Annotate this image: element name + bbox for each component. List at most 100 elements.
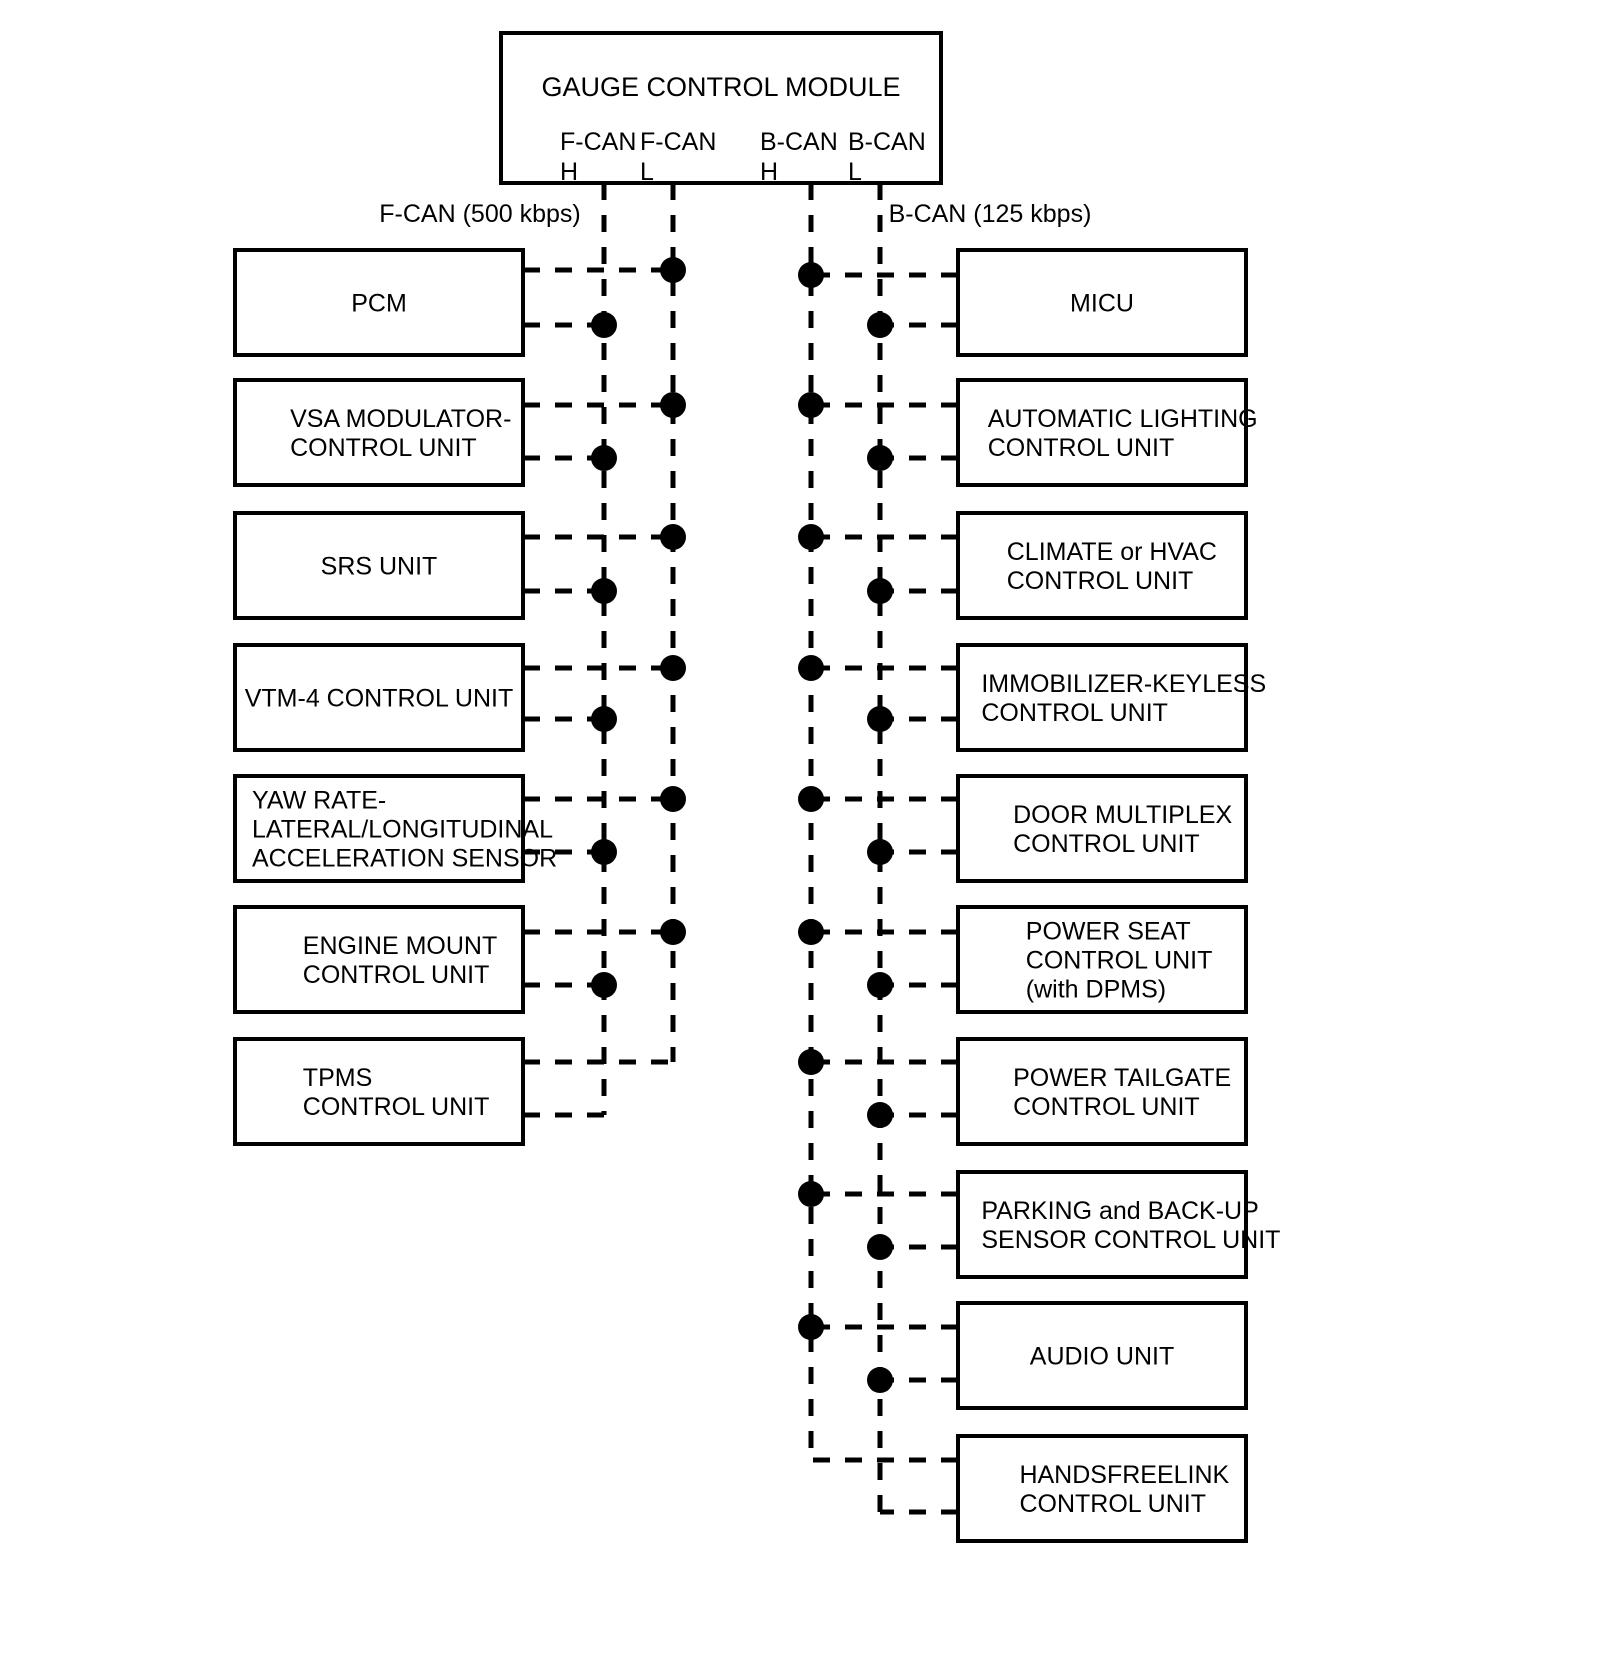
node-vsa-modulator-control-unit[interactable] xyxy=(233,378,525,487)
junction-vtm-4-control-unit-f-can-l xyxy=(660,655,686,681)
port-label-b-can-l-line1: B-CAN xyxy=(848,128,926,156)
junction-micu-b-can-h xyxy=(798,262,824,288)
node-box-power-tailgate-control-unit[interactable] xyxy=(956,1037,1248,1146)
gauge-control-module-label: GAUGE CONTROL MODULE xyxy=(541,72,900,102)
junction-door-multiplex-control-unit-b-can-l xyxy=(867,839,893,865)
node-audio-unit[interactable] xyxy=(956,1301,1248,1410)
node-label-audio-unit-line1: AUDIO UNIT xyxy=(1030,1343,1174,1371)
node-box-parking-and-back-up-sensor-control-unit[interactable] xyxy=(956,1170,1248,1279)
bus-caption-f-can: F-CAN (500 kbps) xyxy=(379,200,580,228)
junction-yaw-rate-acceleration-sensor-f-can-h xyxy=(591,839,617,865)
node-micu[interactable] xyxy=(956,248,1248,357)
node-label-engine-mount-control-unit-line2: CONTROL UNIT xyxy=(303,961,490,989)
junction-engine-mount-control-unit-f-can-l xyxy=(660,919,686,945)
node-box-pcm[interactable] xyxy=(233,248,525,357)
node-tpms-control-unit[interactable] xyxy=(233,1037,525,1146)
node-power-seat-control-unit[interactable] xyxy=(956,905,1248,1014)
junction-immobilizer-keyless-control-unit-b-can-l xyxy=(867,706,893,732)
node-box-engine-mount-control-unit[interactable] xyxy=(233,905,525,1014)
port-label-b-can-l-line2: L xyxy=(848,158,862,186)
junction-power-seat-control-unit-b-can-h xyxy=(798,919,824,945)
node-label-vsa-modulator-control-unit-line1: VSA MODULATOR- xyxy=(290,405,511,433)
junction-yaw-rate-acceleration-sensor-f-can-l xyxy=(660,786,686,812)
node-label-handsfreelink-control-unit-line2: CONTROL UNIT xyxy=(1019,1490,1206,1518)
junction-vtm-4-control-unit-f-can-h xyxy=(591,706,617,732)
node-label-automatic-lighting-control-unit-line1: AUTOMATIC LIGHTING xyxy=(988,405,1258,433)
node-box-handsfreelink-control-unit[interactable] xyxy=(956,1434,1248,1543)
junction-vsa-modulator-control-unit-f-can-h xyxy=(591,445,617,471)
junction-pcm-f-can-l xyxy=(660,257,686,283)
node-yaw-rate-acceleration-sensor[interactable] xyxy=(233,774,525,883)
node-box-srs-unit[interactable] xyxy=(233,511,525,620)
node-door-multiplex-control-unit[interactable] xyxy=(956,774,1248,883)
node-engine-mount-control-unit[interactable] xyxy=(233,905,525,1014)
node-label-yaw-rate-acceleration-sensor-line1: YAW RATE- xyxy=(252,787,386,815)
junction-audio-unit-b-can-l xyxy=(867,1367,893,1393)
junction-climate-or-hvac-control-unit-b-can-h xyxy=(798,524,824,550)
junction-audio-unit-b-can-h xyxy=(798,1314,824,1340)
node-label-automatic-lighting-control-unit-line2: CONTROL UNIT xyxy=(988,434,1175,462)
junction-vsa-modulator-control-unit-f-can-l xyxy=(660,392,686,418)
node-box-vtm-4-control-unit[interactable] xyxy=(233,643,525,752)
junction-immobilizer-keyless-control-unit-b-can-h xyxy=(798,655,824,681)
node-parking-and-back-up-sensor-control-unit[interactable] xyxy=(956,1170,1248,1279)
node-label-tpms-control-unit-line1: TPMS xyxy=(303,1064,372,1092)
node-box-yaw-rate-acceleration-sensor[interactable] xyxy=(233,774,525,883)
junction-power-tailgate-control-unit-b-can-h xyxy=(798,1049,824,1075)
node-srs-unit[interactable] xyxy=(233,511,525,620)
node-box-door-multiplex-control-unit[interactable] xyxy=(956,774,1248,883)
node-label-engine-mount-control-unit-line1: ENGINE MOUNT xyxy=(303,932,497,960)
node-immobilizer-keyless-control-unit[interactable] xyxy=(956,643,1248,752)
junction-parking-and-back-up-sensor-control-unit-b-can-l xyxy=(867,1234,893,1260)
node-label-parking-and-back-up-sensor-control-unit-line1: PARKING and BACK-UP xyxy=(981,1197,1258,1225)
node-box-vsa-modulator-control-unit[interactable] xyxy=(233,378,525,487)
node-box-automatic-lighting-control-unit[interactable] xyxy=(956,378,1248,487)
node-label-power-seat-control-unit-line1: POWER SEAT xyxy=(1026,918,1191,946)
node-label-power-seat-control-unit-line3: (with DPMS) xyxy=(1026,976,1166,1004)
node-label-vtm-4-control-unit-line1: VTM-4 CONTROL UNIT xyxy=(245,685,514,713)
node-label-climate-or-hvac-control-unit-line2: CONTROL UNIT xyxy=(1007,567,1194,595)
node-label-pcm-line1: PCM xyxy=(351,290,407,318)
junction-pcm-f-can-h xyxy=(591,312,617,338)
node-box-climate-or-hvac-control-unit[interactable] xyxy=(956,511,1248,620)
node-label-srs-unit-line1: SRS UNIT xyxy=(321,553,438,581)
node-label-door-multiplex-control-unit-line1: DOOR MULTIPLEX xyxy=(1013,801,1232,829)
junction-power-tailgate-control-unit-b-can-l xyxy=(867,1102,893,1128)
node-vtm-4-control-unit[interactable] xyxy=(233,643,525,752)
junction-srs-unit-f-can-l xyxy=(660,524,686,550)
node-label-yaw-rate-acceleration-sensor-line2: LATERAL/LONGITUDINAL xyxy=(252,816,553,844)
node-label-vsa-modulator-control-unit-line2: CONTROL UNIT xyxy=(290,434,477,462)
node-label-handsfreelink-control-unit-line1: HANDSFREELINK xyxy=(1019,1461,1229,1489)
port-label-f-can-l-line1: F-CAN xyxy=(640,128,716,156)
node-label-power-seat-control-unit-line2: CONTROL UNIT xyxy=(1026,947,1213,975)
junction-climate-or-hvac-control-unit-b-can-l xyxy=(867,578,893,604)
node-label-tpms-control-unit-line2: CONTROL UNIT xyxy=(303,1093,490,1121)
port-label-f-can-l-line2: L xyxy=(640,158,654,186)
node-label-power-tailgate-control-unit-line1: POWER TAILGATE xyxy=(1013,1064,1231,1092)
node-label-parking-and-back-up-sensor-control-unit-line2: SENSOR CONTROL UNIT xyxy=(981,1226,1280,1254)
node-pcm[interactable] xyxy=(233,248,525,357)
junction-power-seat-control-unit-b-can-l xyxy=(867,972,893,998)
junction-dots-layer xyxy=(591,257,893,1393)
node-label-climate-or-hvac-control-unit-line1: CLIMATE or HVAC xyxy=(1007,538,1217,566)
node-box-micu[interactable] xyxy=(956,248,1248,357)
node-automatic-lighting-control-unit[interactable] xyxy=(956,378,1248,487)
node-boxes-layer xyxy=(233,31,1248,1543)
junction-parking-and-back-up-sensor-control-unit-b-can-h xyxy=(798,1181,824,1207)
node-handsfreelink-control-unit[interactable] xyxy=(956,1434,1248,1543)
node-box-power-seat-control-unit[interactable] xyxy=(956,905,1248,1014)
node-box-immobilizer-keyless-control-unit[interactable] xyxy=(956,643,1248,752)
port-label-f-can-h-line2: H xyxy=(560,158,578,186)
node-box-tpms-control-unit[interactable] xyxy=(233,1037,525,1146)
bus-lines-layer xyxy=(601,183,883,1512)
node-power-tailgate-control-unit[interactable] xyxy=(956,1037,1248,1146)
gauge-control-module-box[interactable] xyxy=(499,31,943,185)
node-climate-or-hvac-control-unit[interactable] xyxy=(956,511,1248,620)
junction-automatic-lighting-control-unit-b-can-l xyxy=(867,445,893,471)
junction-engine-mount-control-unit-f-can-h xyxy=(591,972,617,998)
node-label-yaw-rate-acceleration-sensor-line3: ACCELERATION SENSOR xyxy=(252,845,557,873)
junction-srs-unit-f-can-h xyxy=(591,578,617,604)
node-box-audio-unit[interactable] xyxy=(956,1301,1248,1410)
